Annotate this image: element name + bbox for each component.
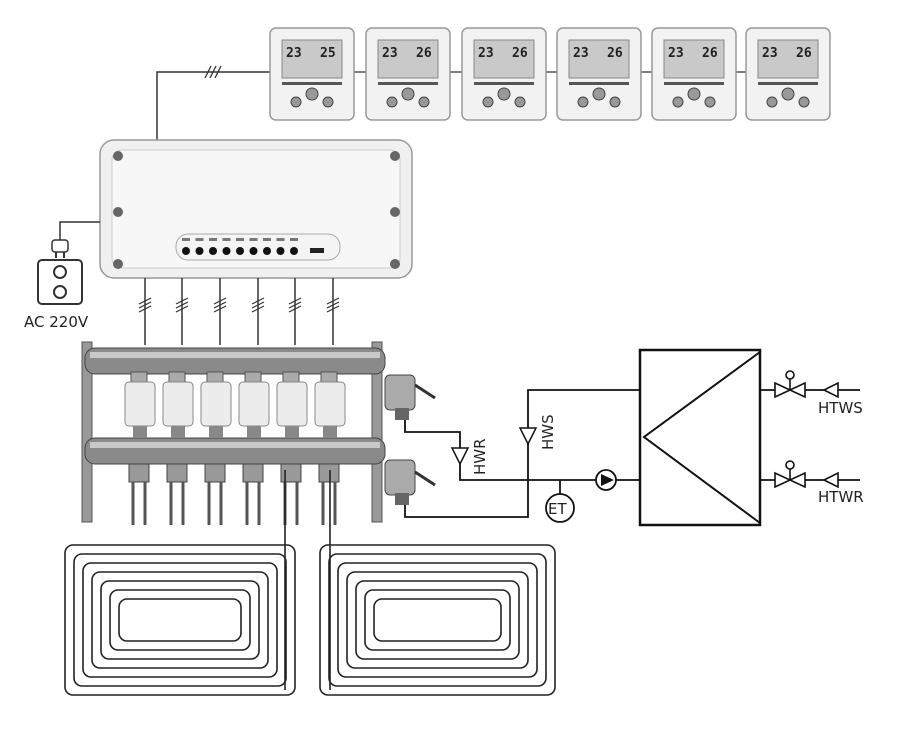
valve-actuator — [314, 371, 346, 525]
return-flow-arrow-icon — [450, 447, 470, 466]
thermostat-right-temp: 26 — [607, 46, 623, 61]
channel-led — [276, 247, 285, 255]
channel-label-mark — [276, 238, 285, 241]
channel-led — [195, 247, 204, 255]
flow-meter — [280, 463, 302, 483]
channel-label-mark — [222, 238, 231, 241]
wire-hash-mark — [326, 305, 340, 313]
thermostat[interactable]: 23 26 — [365, 27, 451, 121]
wire-hash-mark — [138, 301, 152, 309]
channel-label-mark — [209, 238, 217, 241]
wire-hash-mark — [204, 65, 222, 79]
pump-icon — [595, 469, 617, 491]
thermostat-right-temp: 26 — [796, 46, 812, 61]
valve-actuator — [200, 371, 232, 525]
expansion-tank: ET — [545, 493, 575, 523]
svg-text:ET: ET — [548, 500, 567, 518]
channel-led — [222, 247, 231, 255]
return-label: HWR — [471, 438, 489, 475]
channel-label-mark — [195, 238, 204, 241]
manifold — [81, 341, 436, 525]
wire-hash-mark — [175, 301, 189, 309]
flow-meter — [204, 463, 226, 483]
thermostat-left-temp: 23 — [286, 46, 302, 61]
wire-hash-mark — [288, 297, 302, 305]
valve-actuator — [162, 371, 194, 525]
thermostat-row: 23 25 23 26 23 26 23 26 23 26 23 26 — [269, 27, 831, 121]
plug-icon — [51, 239, 69, 258]
channel-label-mark — [249, 238, 258, 241]
thermostat-right-temp: 26 — [512, 46, 528, 61]
wire-hash-mark — [213, 297, 227, 305]
wire-hash-mark — [251, 305, 265, 313]
valve-htwr — [774, 460, 839, 489]
wire-hash-mark — [175, 305, 189, 313]
thermostat-bus-wire — [156, 71, 270, 140]
wire-hash-mark — [251, 301, 265, 309]
wire-hash-mark — [251, 297, 265, 305]
power-cable — [59, 221, 100, 240]
flow-meter — [166, 463, 188, 483]
valve-actuator — [276, 371, 308, 525]
wire-hash-mark — [138, 297, 152, 305]
thermostat[interactable]: 23 26 — [556, 27, 642, 121]
wire-hash-mark — [288, 305, 302, 313]
channel-led — [249, 247, 258, 255]
actuator-wires — [138, 278, 340, 345]
wire-hash-mark — [326, 301, 340, 309]
flow-meter — [128, 463, 150, 483]
thermostat-left-temp: 23 — [762, 46, 778, 61]
power-socket-icon — [37, 259, 83, 305]
channel-led — [236, 247, 244, 255]
thermostat-left-temp: 23 — [573, 46, 589, 61]
thermostat[interactable]: 23 26 — [745, 27, 831, 121]
thermostat[interactable]: 23 26 — [651, 27, 737, 121]
wire-hash-mark — [138, 305, 152, 313]
htws-label: HTWS — [818, 399, 863, 417]
heat-exchanger — [638, 348, 762, 527]
thermostat-right-temp: 25 — [320, 46, 336, 61]
channel-label-mark — [236, 238, 244, 241]
thermostat-right-temp: 26 — [702, 46, 718, 61]
wire-hash-mark — [213, 305, 227, 313]
valve-actuator — [124, 371, 156, 525]
wiring-controller — [99, 139, 413, 279]
ball-valve-bottom — [384, 459, 436, 505]
channel-label-mark — [263, 238, 271, 241]
ball-valve-top — [384, 374, 436, 420]
wire-hash-mark — [326, 297, 340, 305]
thermostat-left-temp: 23 — [478, 46, 494, 61]
thermostat-right-temp: 26 — [416, 46, 432, 61]
channel-led — [209, 247, 217, 255]
channel-led — [290, 247, 298, 255]
thermostat[interactable]: 23 26 — [461, 27, 547, 121]
heating-loop — [319, 544, 556, 696]
floor-heating-loops — [64, 470, 556, 696]
wire-hash-mark — [175, 297, 189, 305]
channel-led — [182, 247, 190, 255]
supply-flow-arrow-icon — [518, 427, 538, 446]
thermostat-left-temp: 23 — [668, 46, 684, 61]
valve-htws — [774, 370, 839, 399]
channel-label-mark — [290, 238, 298, 241]
wire-hash-mark — [288, 301, 302, 309]
power-label: AC 220V — [24, 313, 89, 331]
valve-actuator — [238, 371, 270, 525]
supply-label: HWS — [539, 414, 557, 450]
channel-label-mark — [182, 238, 190, 241]
thermostat[interactable]: 23 25 — [269, 27, 355, 121]
channel-led — [263, 247, 271, 255]
htwr-label: HTWR — [818, 488, 864, 506]
flow-meter — [318, 463, 340, 483]
flow-meter — [242, 463, 264, 483]
heating-loop — [64, 544, 296, 696]
wire-hash-mark — [213, 301, 227, 309]
thermostat-left-temp: 23 — [382, 46, 398, 61]
